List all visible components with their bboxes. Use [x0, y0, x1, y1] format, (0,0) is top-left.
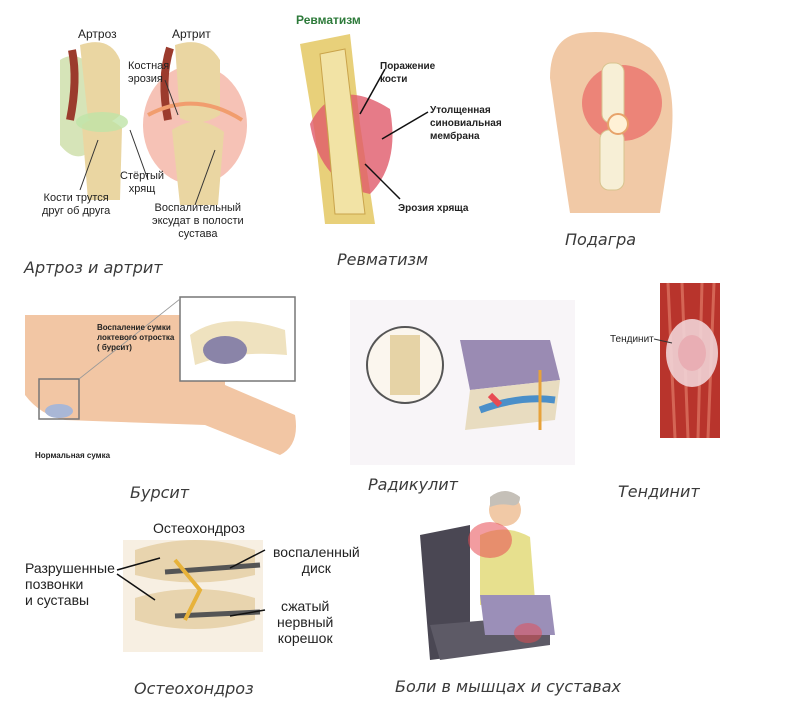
- inflamed-disc-label: воспаленный диск: [273, 544, 360, 576]
- foot-drawing: [550, 32, 673, 213]
- exudate-label: Воспалительный эксудат в полости сустава: [152, 202, 244, 240]
- caption-rheumatism: Ревматизм: [337, 250, 429, 269]
- rheumatism-drawing: [300, 34, 429, 224]
- gout-illustration: [540, 18, 700, 213]
- caption-bursitis: Бурсит: [130, 483, 190, 502]
- muscle-pain-illustration: [410, 485, 560, 665]
- spine-drawing: [350, 300, 575, 465]
- arthritis-title: Артрит: [172, 27, 211, 41]
- seated-woman-drawing: [420, 491, 555, 660]
- caption-tendinitis: Тендинит: [618, 482, 700, 501]
- arm-drawing: [25, 296, 296, 455]
- caption-osteochondrosis: Остеохондроз: [134, 679, 254, 698]
- bone-damage-label: Поражение кости: [380, 61, 436, 85]
- osteochondrosis-title: Остеохондроз: [153, 520, 245, 536]
- caption-radiculitis: Радикулит: [368, 475, 458, 494]
- osteochondrosis-illustration: Остеохондроз Разрушенные позвонки и суст…: [25, 520, 365, 655]
- worn-cartilage-label: Стёртый хрящ: [120, 170, 165, 195]
- cartilage-erosion-label: Эрозия хряща: [398, 203, 469, 214]
- vertebrae-drawing: [116, 540, 266, 652]
- inflamed-bursa-label: Воспаление сумки локтевого отростка ( бу…: [97, 323, 175, 352]
- destroyed-vertebrae-label: Разрушенные позвонки и суставы: [25, 560, 115, 608]
- caption-muscle-pain: Боли в мышцах и суставах: [395, 677, 621, 696]
- bones-rub-label: Кости трутся друг об друга: [42, 192, 111, 217]
- arthrosis-arthritis-illustration: Артроз Артрит Костная эрозия Стёртый хря…: [20, 20, 270, 245]
- synovial-label: Утолщенная синовиальная мембрана: [430, 105, 502, 142]
- bursitis-illustration: Воспаление сумки локтевого отростка ( бу…: [25, 295, 300, 470]
- bone-erosion-label: Костная эрозия: [128, 60, 170, 85]
- arthrosis-title: Артроз: [78, 27, 117, 41]
- tendinitis-label: Тендинит: [610, 334, 654, 345]
- rheumatism-title: Ревматизм: [296, 13, 361, 27]
- joint-drawing: [60, 42, 247, 206]
- nerve-root-label: сжатый нервный корешок: [277, 598, 334, 646]
- rheumatism-illustration: Ревматизм Поражение кости Утолщенная син…: [290, 14, 520, 234]
- caption-gout: Подагра: [565, 230, 637, 249]
- radiculitis-illustration: [350, 300, 575, 465]
- knee-muscle-drawing: [653, 282, 720, 439]
- tendinitis-illustration: Тендинит: [610, 282, 720, 439]
- caption-arthrosis: Артроз и артрит: [24, 258, 163, 277]
- normal-bursa-label: Нормальная сумка: [35, 451, 111, 460]
